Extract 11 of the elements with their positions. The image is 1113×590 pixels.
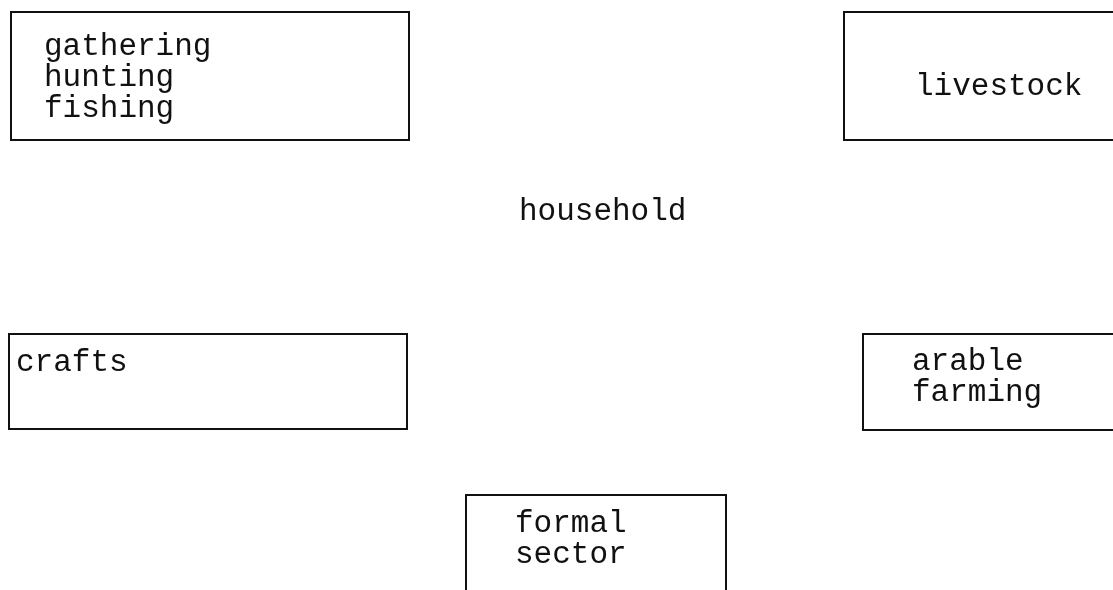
box-label: crafts	[16, 347, 129, 378]
box-label: gathering hunting fishing	[44, 31, 213, 124]
center-label: household	[519, 196, 687, 227]
category-box	[843, 11, 1113, 141]
category-box	[8, 333, 408, 430]
box-label: arable farming	[912, 346, 1044, 408]
category-box	[465, 494, 727, 590]
box-label: livestock	[915, 71, 1084, 102]
box-label: formal sector	[515, 508, 628, 570]
category-box	[10, 11, 410, 141]
category-box	[862, 333, 1113, 431]
